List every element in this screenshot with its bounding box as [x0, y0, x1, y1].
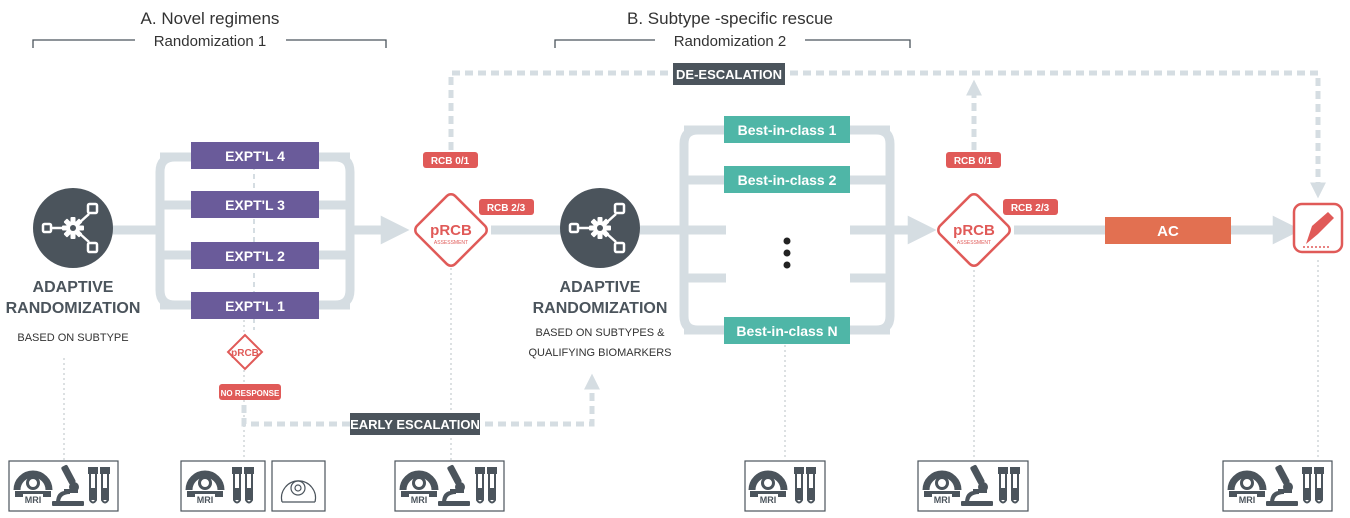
expt-arm-2: EXPT'L 2 [191, 242, 319, 269]
randomizer-icon-1 [31, 186, 115, 270]
adaptive1-title-line1: ADAPTIVE [33, 279, 114, 296]
adaptive2-title-line2: RANDOMIZATION [533, 300, 668, 317]
rcb23-badge-2 [1003, 199, 1058, 215]
adaptive1-title-line2: RANDOMIZATION [6, 300, 141, 317]
assessment-box-6: MRI [1222, 460, 1333, 512]
randomization-2-label: Randomization 2 [674, 33, 787, 50]
rcb01-label-2: RCB 0/1 [954, 156, 993, 167]
randomization-1-label: Randomization 1 [154, 33, 267, 50]
assessment-box-4: MRI [744, 460, 826, 512]
ellipsis-dots [783, 237, 791, 269]
prcb1-sub: ASSESSMENT [434, 240, 468, 246]
early-escalation-label: EARLY ESCALATION [350, 417, 480, 432]
prcb-assessment-1: pRCB ASSESSMENT [414, 193, 488, 267]
best-in-class-label: Best-in-class 1 [738, 122, 837, 138]
adaptive1-subtitle: BASED ON SUBTYPE [17, 332, 128, 344]
section-b-title: B. Subtype -specific rescue [627, 9, 833, 28]
de-escalation-badge [673, 63, 785, 85]
rcb01-badge-1 [423, 152, 478, 168]
assessment-box-5: MRI [917, 460, 1029, 512]
adaptive2-title-line1: ADAPTIVE [560, 279, 641, 296]
prcb-assessment-2: pRCB ASSESSMENT [937, 193, 1011, 267]
best-in-class-label: Best-in-class 2 [738, 172, 837, 188]
mri-label: MRI [934, 495, 951, 505]
adaptive2-subtitle-line1: BASED ON SUBTYPES & [536, 327, 666, 339]
randomization-2-bracket [554, 39, 911, 48]
ac-box [1105, 217, 1231, 244]
mri-label: MRI [25, 495, 42, 505]
expt-arm-label: EXPT'L 3 [225, 197, 285, 213]
expt-arm-label: EXPT'L 4 [225, 148, 285, 164]
no-response-label: NO RESPONSE [221, 389, 280, 398]
expt-arm-label: EXPT'L 1 [225, 298, 285, 314]
expt-arm-3: EXPT'L 3 [191, 191, 319, 218]
mri-label: MRI [1239, 495, 1256, 505]
randomization-1-bracket [32, 39, 387, 48]
expt-arm-1: EXPT'L 1 [191, 292, 319, 319]
early-escalation-badge [350, 413, 480, 435]
rcb23-badge-1 [479, 199, 534, 215]
randomizer-icon-2 [558, 186, 642, 270]
surgery-pen-icon [1292, 202, 1344, 254]
de-escalation-path [448, 70, 1327, 199]
section-a-title: A. Novel regimens [141, 9, 280, 28]
prcb-small-diamond: pRCB [226, 333, 264, 371]
mri-label: MRI [197, 495, 214, 505]
no-response-badge [219, 384, 281, 400]
best-in-class-2: Best-in-class 2 [724, 166, 850, 193]
rcb01-label-1: RCB 0/1 [431, 156, 470, 167]
assessment-box-3: MRI [394, 460, 505, 512]
mri-label: MRI [411, 495, 428, 505]
prcb-small-label: pRCB [231, 348, 259, 359]
assessment-box-2: MRI [180, 460, 266, 512]
de-escalation-label: DE-ESCALATION [676, 67, 782, 82]
rcb23-label-1: RCB 2/3 [487, 203, 526, 214]
ac-label: AC [1157, 223, 1179, 240]
adaptive2-subtitle-line2: QUALIFYING BIOMARKERS [528, 347, 671, 359]
rcb23-label-2: RCB 2/3 [1011, 203, 1050, 214]
expt-arm-label: EXPT'L 2 [225, 248, 285, 264]
best-in-class-1: Best-in-class 1 [724, 116, 850, 143]
ultrasound-icon [280, 480, 317, 503]
rcb01-badge-2 [946, 152, 1001, 168]
assessment-box-1: MRI [8, 460, 119, 512]
best-in-class-label: Best-in-class N [736, 323, 837, 339]
best-in-class-n: Best-in-class N [724, 317, 850, 344]
assessment-box-ultrasound [271, 460, 326, 512]
prcb2-label: pRCB [953, 222, 995, 239]
mri-label: MRI [760, 495, 777, 505]
expt-arm-4: EXPT'L 4 [191, 142, 319, 169]
prcb1-label: pRCB [430, 222, 472, 239]
bic-stubs [684, 225, 890, 283]
prcb2-sub: ASSESSMENT [957, 240, 991, 246]
